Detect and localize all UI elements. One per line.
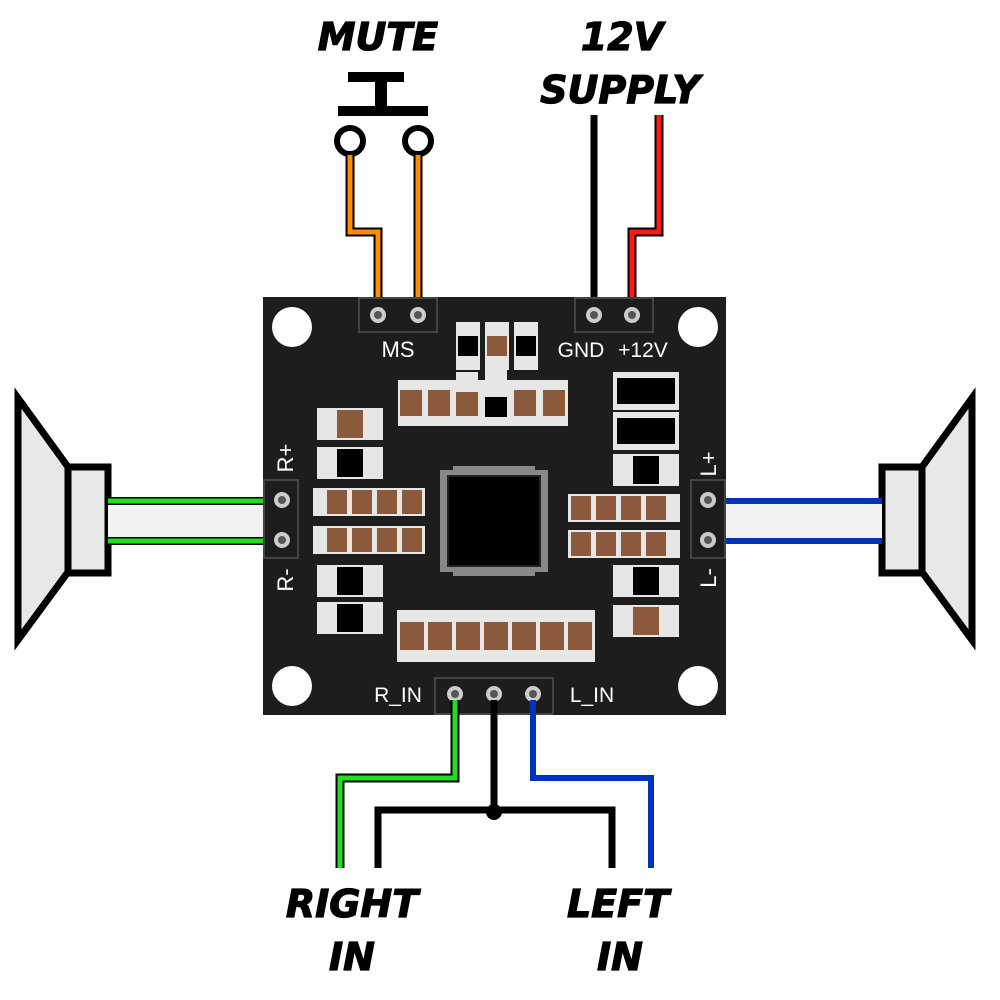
input-wires [335, 700, 654, 868]
left-speaker-wires [710, 498, 882, 544]
mounting-hole [678, 307, 718, 347]
smd-components-bottom [397, 610, 595, 662]
mounting-hole [272, 666, 312, 706]
header-pins [274, 307, 716, 702]
right-in-label-line2: IN [329, 935, 375, 979]
right-speaker-icon [14, 387, 112, 651]
l-plus-label: L+ [696, 451, 721, 476]
left-in-label-line2: IN [597, 935, 643, 979]
left-in-label-line1: LEFT [567, 882, 672, 926]
mounting-hole [272, 307, 312, 347]
left-speaker-icon [878, 387, 976, 651]
smd-components-right [568, 372, 680, 637]
plus12v-label: +12V [618, 339, 668, 362]
mute-button-icon [334, 72, 434, 157]
amplifier-chip [440, 466, 548, 576]
r-in-label: R_IN [374, 684, 422, 707]
smd-components-left [313, 408, 425, 634]
mute-wires [345, 155, 423, 310]
right-speaker-wires [108, 497, 283, 545]
mute-label: MUTE [318, 15, 439, 59]
smd-components-top [398, 322, 568, 426]
right-in-label-line1: RIGHT [286, 882, 421, 926]
supply-label-line1: 12V [581, 15, 666, 59]
l-minus-label: L- [696, 568, 721, 588]
supply-label-line2: SUPPLY [540, 68, 703, 112]
ms-label: MS [382, 337, 415, 362]
pcb-board: MS GND +12V R+ R- L+ L- R_IN L_IN [263, 297, 726, 715]
r-minus-label: R- [273, 568, 298, 591]
r-plus-label: R+ [273, 444, 298, 473]
mounting-hole [678, 666, 718, 706]
l-in-label: L_IN [570, 684, 614, 707]
supply-wires [590, 115, 664, 312]
gnd-label: GND [558, 339, 605, 362]
